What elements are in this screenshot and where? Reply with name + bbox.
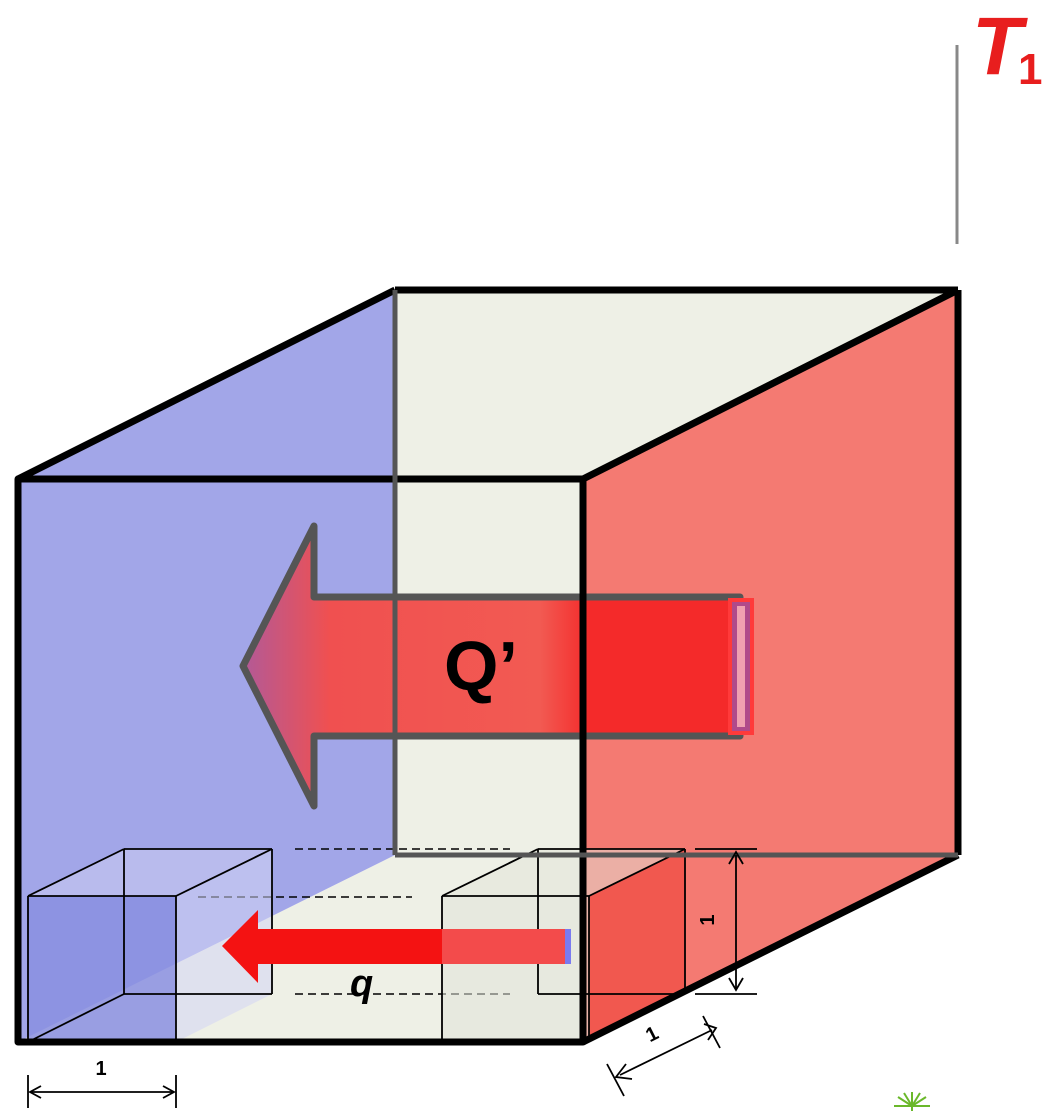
large-cube-hidden-edges bbox=[392, 290, 958, 858]
temperature-symbol: T bbox=[972, 1, 1028, 92]
unit-heat-arrow-body bbox=[222, 910, 568, 983]
total-heat-flow-label: Q’ bbox=[444, 627, 518, 705]
unit-heat-flow-label: q bbox=[350, 963, 373, 1005]
green-sunburst-logo-icon bbox=[894, 1092, 930, 1111]
left-unit-cube-front-face bbox=[28, 896, 176, 1042]
unit-area-strip-inner bbox=[737, 606, 745, 727]
height-dimension bbox=[695, 848, 757, 995]
unit-heat-flow-arrow: q bbox=[222, 910, 571, 1005]
depth-dimension-label: 1 bbox=[642, 1022, 662, 1047]
unit-heat-arrow-tail bbox=[442, 929, 568, 964]
left-unit-cube-top-face bbox=[28, 849, 272, 896]
heat-arrow-body bbox=[239, 522, 744, 810]
right-unit-cube-front-face bbox=[442, 896, 589, 1042]
left-unit-cube bbox=[27, 848, 273, 1043]
total-heat-flow-arrow: Q’ bbox=[239, 522, 754, 810]
right-unit-cube-top-face bbox=[442, 849, 685, 896]
width-dimension bbox=[27, 1075, 177, 1108]
width-dimension-label: 1 bbox=[95, 1058, 106, 1080]
height-dimension-label: 1 bbox=[697, 914, 719, 925]
unit-heat-arrow-end bbox=[565, 929, 571, 964]
guide-lines bbox=[198, 848, 510, 995]
temperature-subscript: 1 bbox=[1018, 45, 1042, 94]
depth-dimension bbox=[606, 1015, 721, 1097]
temperature-label: T 1 bbox=[955, 1, 1042, 244]
